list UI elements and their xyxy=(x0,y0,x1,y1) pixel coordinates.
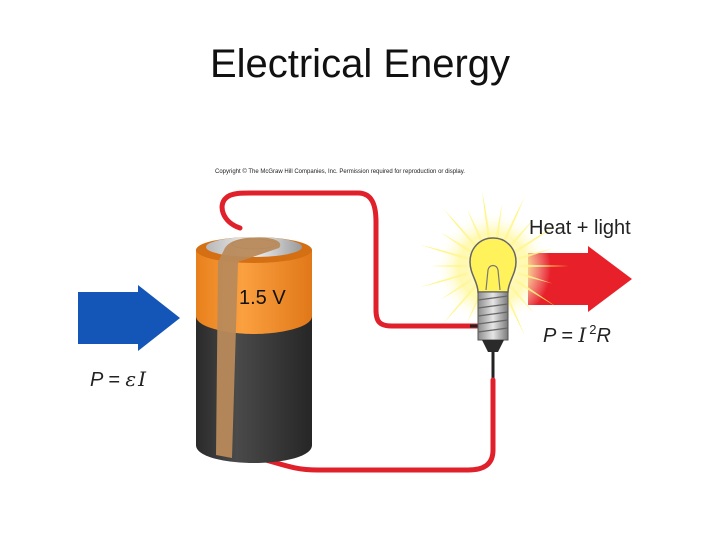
battery-voltage-label: 1.5 V xyxy=(239,287,286,309)
emf-symbol: ε xyxy=(125,367,136,391)
wire-top xyxy=(219,190,481,329)
battery-body xyxy=(196,316,312,463)
battery: 1.5 V xyxy=(196,237,312,463)
output-formula-lhs: P = xyxy=(543,325,578,347)
exponent: 2 xyxy=(589,322,596,337)
resistance-symbol: R xyxy=(597,325,611,347)
bulb-filament xyxy=(485,264,501,291)
input-power-arrow xyxy=(78,285,180,351)
bulb-base xyxy=(477,291,509,341)
bulb-contact xyxy=(482,340,504,352)
copyright-notice: Copyright © The McGraw Hill Companies, I… xyxy=(215,168,465,175)
output-power-arrow xyxy=(528,246,632,312)
battery-strap xyxy=(216,237,281,458)
output-current-symbol: I xyxy=(577,323,587,347)
current-symbol: I xyxy=(137,367,147,391)
input-formula-lhs: P = xyxy=(90,369,125,391)
output-label: Heat + light xyxy=(529,217,631,239)
light-bulb xyxy=(469,237,517,352)
slide-title: Electrical Energy xyxy=(209,42,511,86)
